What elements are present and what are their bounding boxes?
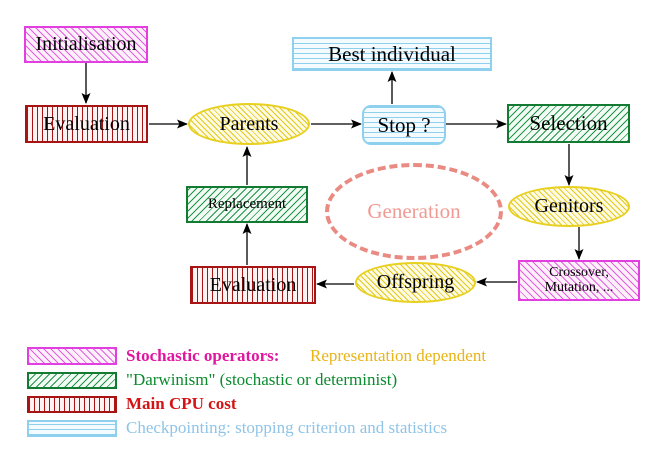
node-offspring[interactable]: Offspring — [355, 262, 476, 303]
legend-label-stochastic: Stochastic operators: — [126, 346, 280, 365]
node-best-individual[interactable]: Best individual — [292, 37, 492, 71]
node-genitors-label: Genitors — [534, 195, 604, 217]
legend-swatch-darwinism — [27, 372, 117, 389]
node-crossover-mutation[interactable]: Crossover, Mutation, ... — [518, 260, 640, 301]
node-selection-label: Selection — [529, 111, 608, 136]
node-generation-label: Generation — [367, 199, 461, 223]
node-stop[interactable]: Stop ? — [362, 105, 446, 145]
node-genitors[interactable]: Genitors — [508, 186, 630, 227]
node-parents[interactable]: Parents — [188, 103, 310, 145]
node-evaluation-bottom[interactable]: Evaluation — [190, 266, 316, 304]
legend-label-checkpointing: Checkpointing: stopping criterion and st… — [126, 418, 448, 437]
node-evaluation-bottom-label: Evaluation — [209, 273, 297, 296]
legend-label-representation: Representation dependent — [310, 346, 487, 365]
node-selection[interactable]: Selection — [507, 104, 630, 143]
node-initialisation-label: Initialisation — [35, 33, 137, 55]
legend-swatch-cpu — [27, 396, 117, 413]
node-initialisation[interactable]: Initialisation — [24, 26, 148, 63]
legend-swatch-checkpointing — [27, 420, 117, 437]
node-evaluation-top[interactable]: Evaluation — [25, 105, 148, 143]
node-offspring-label: Offspring — [376, 271, 455, 293]
node-best-individual-label: Best individual — [328, 41, 456, 66]
node-parents-label: Parents — [219, 112, 279, 135]
node-evaluation-top-label: Evaluation — [43, 112, 130, 135]
node-crossover-line1: Crossover, — [549, 264, 609, 280]
node-generation-boundary: Generation — [325, 163, 503, 260]
node-replacement-label: Replacement — [207, 195, 287, 212]
legend-swatch-stochastic — [27, 347, 117, 365]
node-replacement[interactable]: Replacement — [186, 186, 308, 223]
node-crossover-line2: Mutation, ... — [544, 279, 614, 295]
legend-label-darwinism: "Darwinism" (stochastic or determinist) — [126, 370, 398, 389]
legend-label-cpu: Main CPU cost — [126, 394, 237, 413]
node-stop-label: Stop ? — [377, 112, 431, 137]
